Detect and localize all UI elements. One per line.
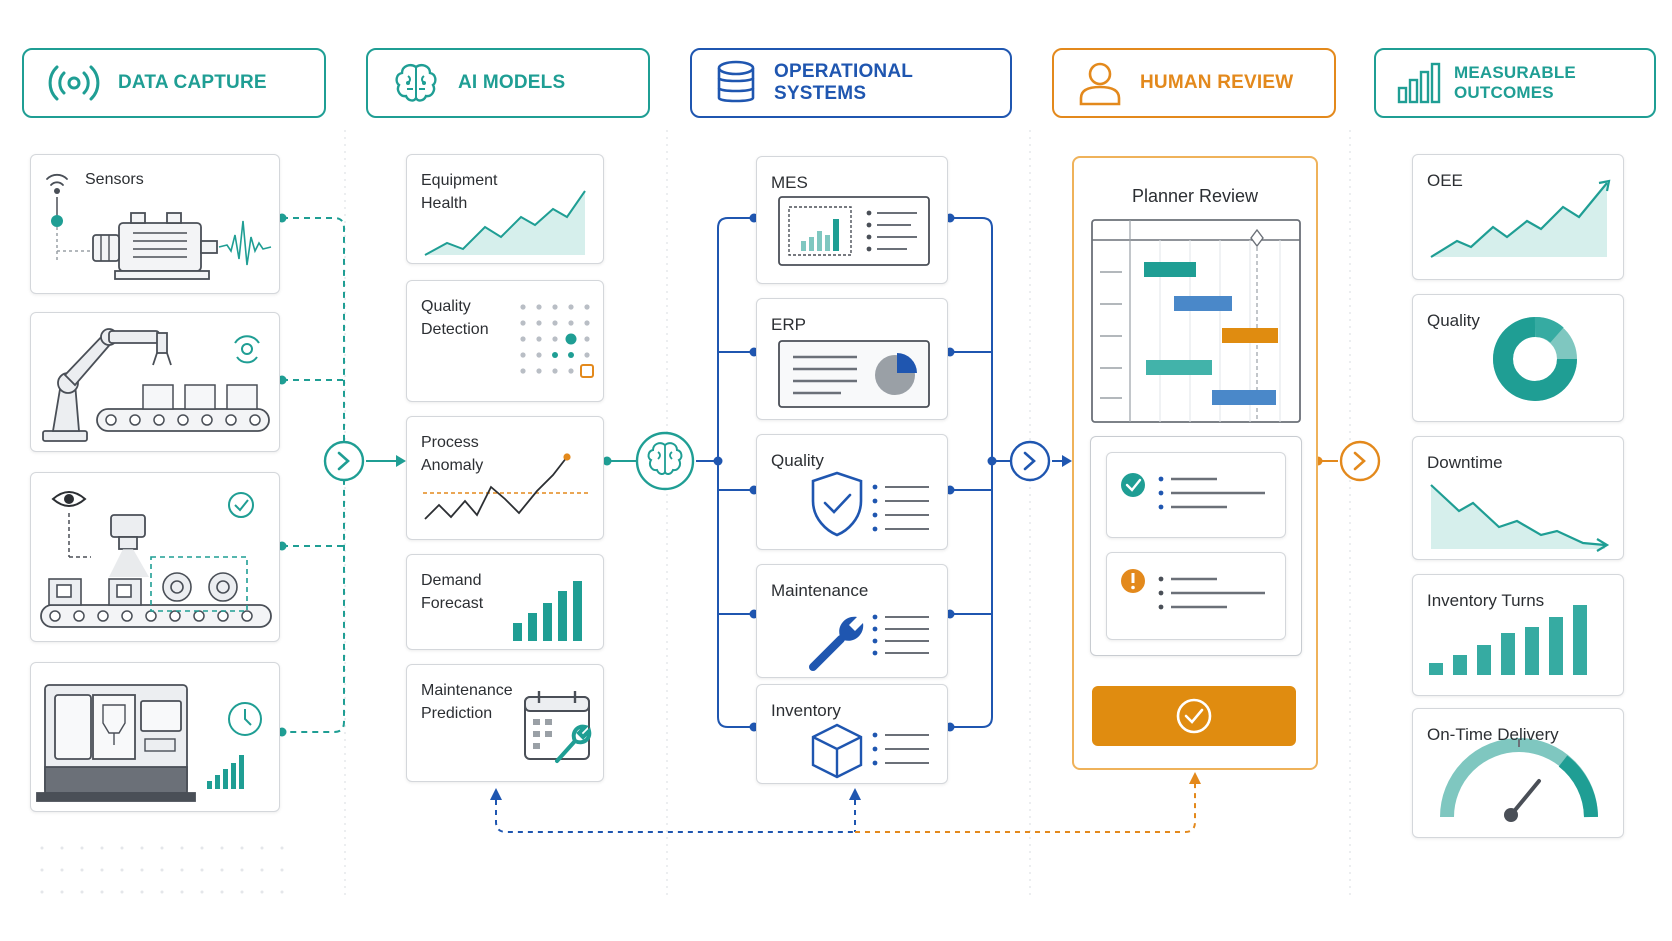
capture-card-robotic-assembly[interactable] — [30, 312, 280, 452]
declining-line-icon — [1430, 484, 1610, 552]
panel-title: Planner Review — [1131, 186, 1259, 206]
outcome-card-label: Inventory Turns — [1427, 591, 1545, 610]
outcome-card-label: Quality — [1427, 311, 1480, 330]
wrench-icon — [809, 614, 929, 671]
outcome-card-label: Downtime — [1427, 453, 1503, 472]
header-label: HUMAN REVIEW — [1140, 72, 1294, 93]
flow-arrow-icon — [1339, 440, 1381, 482]
ai-card-label: Maintenance Prediction — [421, 682, 513, 722]
header-label: AI MODELS — [458, 72, 566, 93]
ops-card-maintenance[interactable]: Maintenance — [756, 564, 948, 678]
header-label: OPERATIONAL SYSTEMS — [774, 61, 913, 104]
shield-check-icon — [811, 471, 929, 537]
robot-arm-conveyor-illustration — [42, 328, 270, 442]
capture-card-vision-inspection[interactable] — [30, 472, 280, 642]
report-pie-icon — [778, 340, 930, 408]
outcome-card-label: OEE — [1427, 171, 1463, 190]
gauge-icon — [1440, 738, 1598, 822]
ai-card-label: Demand Forecast — [421, 572, 484, 612]
cnc-machine-illustration — [36, 684, 262, 802]
flow-arrow-icon — [323, 440, 365, 482]
capture-card-cnc-machine[interactable] — [30, 662, 280, 812]
review-item-approved[interactable] — [1106, 452, 1286, 538]
database-icon — [717, 60, 755, 103]
gantt-schedule-chart — [1091, 219, 1301, 423]
anomaly-line-icon — [423, 453, 589, 520]
approve-button[interactable] — [1092, 686, 1296, 746]
line-trend-icon — [424, 190, 586, 256]
header-human-review: HUMAN REVIEW — [1052, 48, 1336, 118]
outcome-card-oee[interactable]: OEE — [1412, 154, 1624, 280]
ai-card-process-anomaly[interactable]: Process Anomaly — [406, 416, 604, 540]
bar-chart-icon — [513, 581, 582, 641]
header-label: MEASURABLE OUTCOMES — [1454, 63, 1576, 102]
warning-circle-icon — [1121, 569, 1265, 610]
header-label: DATA CAPTURE — [118, 72, 267, 93]
outcome-card-downtime[interactable]: Downtime — [1412, 436, 1624, 560]
ops-card-erp[interactable]: ERP — [756, 298, 948, 420]
ops-card-label: MES — [771, 173, 808, 192]
outcome-card-inventory-turns[interactable]: Inventory Turns — [1412, 574, 1624, 696]
header-data-capture: DATA CAPTURE — [22, 48, 326, 118]
ai-card-quality-detection[interactable]: Quality Detection — [406, 280, 604, 402]
outcome-card-on-time-delivery[interactable]: On-Time Delivery — [1412, 708, 1624, 838]
review-item-flagged[interactable] — [1106, 552, 1286, 640]
header-operational-systems: OPERATIONAL SYSTEMS — [690, 48, 1012, 118]
brain-icon — [635, 431, 695, 491]
bar-chart-icon — [1429, 605, 1587, 675]
ai-card-demand-forecast[interactable]: Demand Forecast — [406, 554, 604, 650]
ops-card-inventory[interactable]: Inventory — [756, 684, 948, 784]
ai-card-maintenance-prediction[interactable]: Maintenance Prediction — [406, 664, 604, 782]
ops-card-label: Inventory — [771, 701, 841, 720]
ops-card-mes[interactable]: MES — [756, 156, 948, 284]
header-ai-models: AI MODELS — [366, 48, 650, 118]
ops-card-label: Quality — [771, 451, 824, 470]
motor-sensor-illustration — [46, 173, 272, 280]
outcome-card-label: On-Time Delivery — [1427, 725, 1559, 744]
ai-card-label: Equipment Health — [421, 172, 498, 212]
dashboard-screen-icon — [778, 196, 930, 266]
line-trend-icon — [1430, 179, 1611, 258]
camera-inspection-illustration — [40, 491, 272, 628]
signal-icon — [48, 65, 100, 101]
ai-card-equipment-health[interactable]: Equipment Health — [406, 154, 604, 264]
box-icon — [811, 723, 929, 779]
check-circle-icon — [1176, 698, 1212, 734]
user-icon — [1079, 62, 1121, 106]
capture-card-sensors[interactable]: Sensors — [30, 154, 280, 294]
donut-chart-icon — [1493, 317, 1577, 401]
ops-card-quality[interactable]: Quality — [756, 434, 948, 550]
ai-card-label: Quality Detection — [421, 298, 489, 338]
sensors-label: Sensors — [85, 171, 144, 188]
ai-card-label: Process Anomaly — [421, 434, 484, 474]
calendar-wrench-icon — [524, 691, 592, 763]
outcome-card-quality[interactable]: Quality — [1412, 294, 1624, 422]
ops-card-label: ERP — [771, 315, 806, 334]
header-measurable-outcomes: MEASURABLE OUTCOMES — [1374, 48, 1656, 118]
bar-chart-icon — [1397, 62, 1441, 104]
ops-card-label: Maintenance — [771, 581, 869, 600]
check-circle-icon — [1121, 473, 1265, 510]
flow-arrow-icon — [1009, 440, 1051, 482]
dot-matrix-icon — [520, 304, 594, 378]
brain-icon — [395, 64, 437, 102]
